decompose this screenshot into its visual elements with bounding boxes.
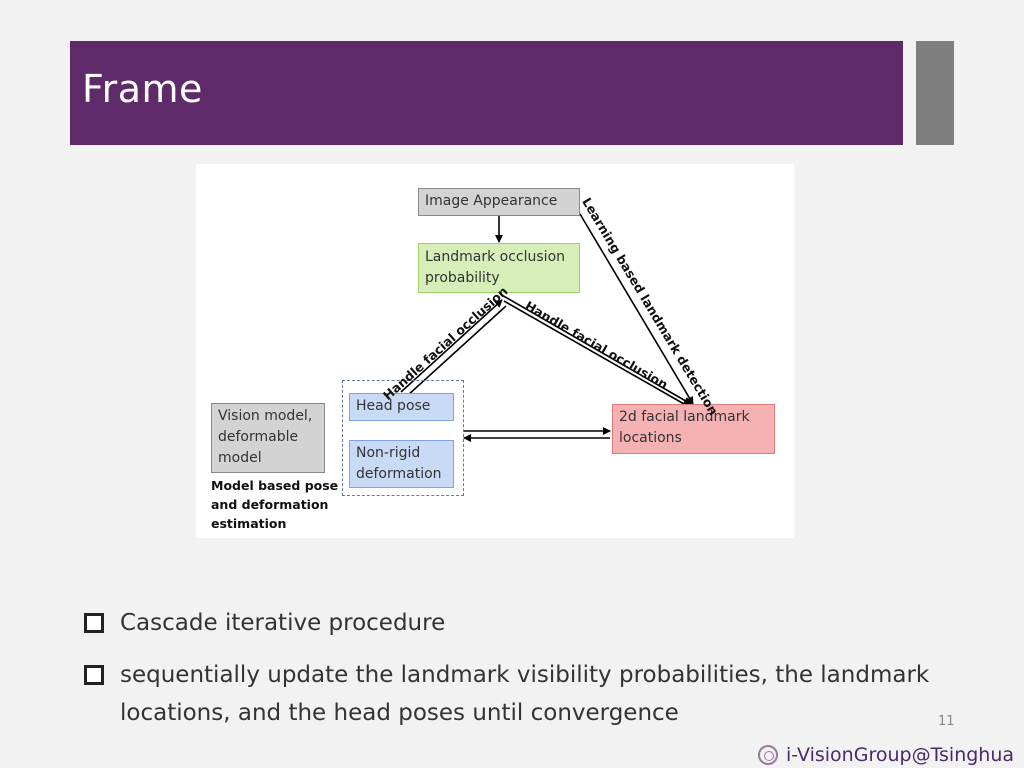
bullet-list: Cascade iterative procedure sequentially…	[82, 604, 962, 746]
node-vision-model-label: Vision model, deformable model	[218, 408, 313, 466]
university-seal-icon	[758, 745, 778, 765]
node-head-pose: Head pose	[349, 393, 454, 421]
node-non-rigid-label: Non-rigid deformation	[356, 445, 442, 482]
bullet-square-icon	[84, 613, 104, 633]
footer-text: i-VisionGroup@Tsinghua	[786, 744, 1015, 766]
node-facial-landmark: 2d facial landmark locations	[612, 404, 775, 454]
title-bar: Frame	[70, 41, 903, 145]
arrow-headpose-to-occlusion-b	[406, 305, 507, 397]
caption-model-based: Model based pose and deformation estimat…	[211, 478, 339, 531]
slide-title: Frame	[82, 67, 203, 111]
arrow-occlusion-to-landmark-b	[503, 300, 692, 409]
node-landmark-occlusion-label: Landmark occlusion probability	[425, 249, 566, 286]
diagram-arrows	[400, 213, 694, 442]
node-image-appearance-label: Image Appearance	[425, 193, 558, 209]
side-tab	[916, 41, 954, 145]
node-head-pose-label: Head pose	[356, 398, 431, 414]
arrow-learning-based	[579, 213, 694, 405]
bullet-text: sequentially update the landmark visibil…	[120, 662, 930, 726]
node-facial-landmark-label: 2d facial landmark locations	[619, 409, 750, 446]
arrow-occlusion-to-landmark-a	[499, 293, 692, 405]
bullet-item: sequentially update the landmark visibil…	[82, 656, 962, 732]
footer: i-VisionGroup@Tsinghua	[758, 744, 1014, 766]
bullet-square-icon	[84, 665, 104, 685]
arrow-headpose-to-occlusion-a	[400, 299, 503, 393]
bullet-text: Cascade iterative procedure	[120, 610, 446, 636]
diagram-figure: Image Appearance Landmark occlusion prob…	[196, 164, 794, 538]
node-non-rigid: Non-rigid deformation	[349, 440, 454, 488]
node-image-appearance: Image Appearance	[418, 188, 580, 216]
node-landmark-occlusion: Landmark occlusion probability	[418, 243, 580, 293]
node-vision-model: Vision model, deformable model	[211, 403, 325, 473]
bullet-item: Cascade iterative procedure	[82, 604, 962, 642]
page-number: 11	[938, 714, 955, 729]
model-group	[342, 380, 464, 496]
